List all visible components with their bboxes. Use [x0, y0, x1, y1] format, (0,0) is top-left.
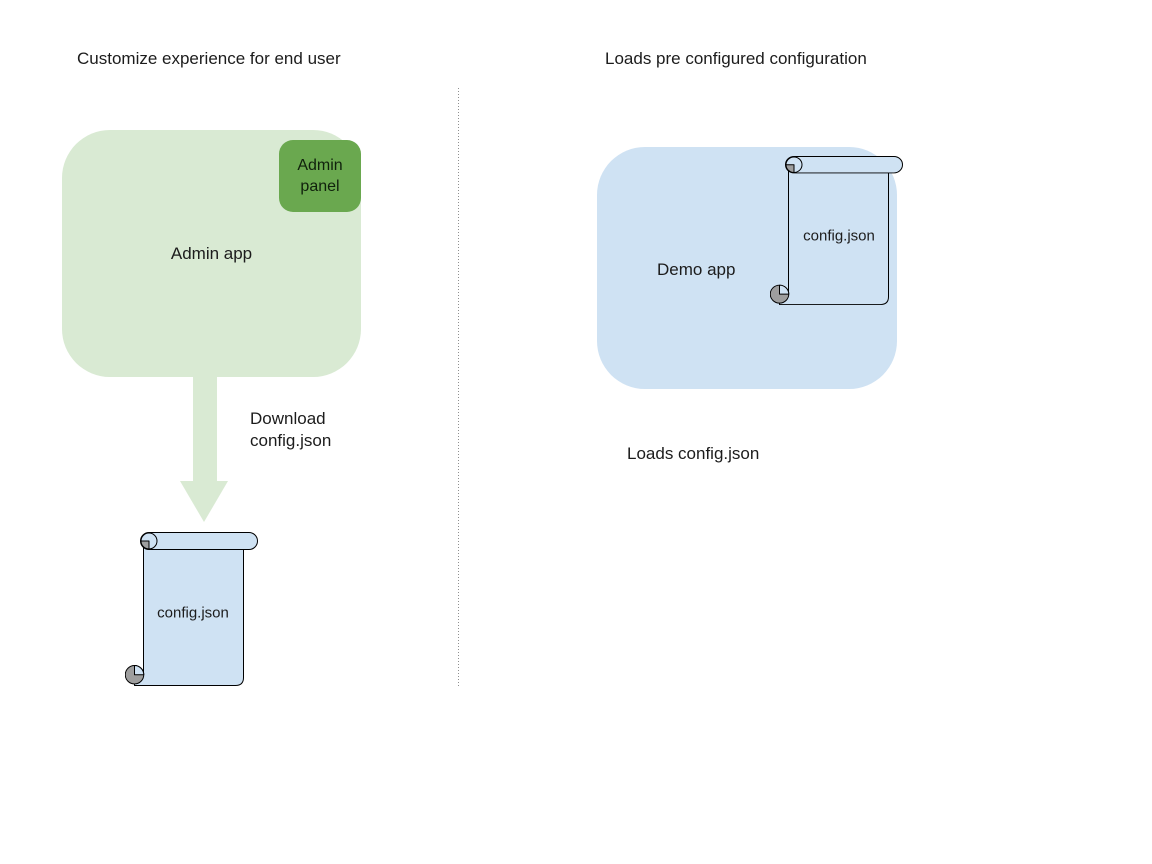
admin-panel-box: Admin panel [279, 140, 361, 212]
right-section-title: Loads pre configured configuration [605, 49, 867, 68]
section-divider-dotted-line [458, 88, 459, 686]
download-arrow-label: Download config.json [250, 409, 332, 450]
admin-app-label: Admin app [170, 244, 253, 263]
config-file-label: config.json [157, 604, 229, 622]
admin-panel-label: Admin panel [297, 157, 343, 195]
loads-config-caption: Loads config.json [627, 444, 760, 463]
download-arrow-icon [180, 376, 228, 522]
demo-app-label: Demo app [657, 260, 736, 279]
config-file-label: config.json [803, 227, 875, 245]
left-section-title: Customize experience for end user [77, 49, 341, 68]
